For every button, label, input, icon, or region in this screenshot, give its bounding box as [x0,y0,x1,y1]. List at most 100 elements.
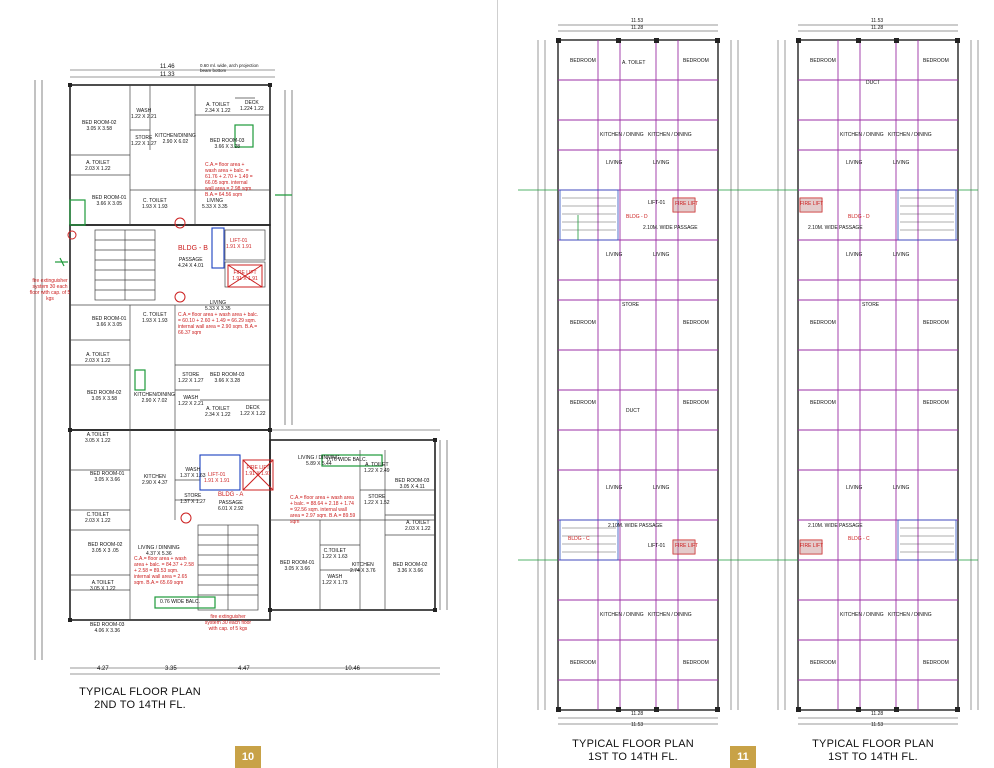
floor-plan-2nd-to-14th [34,69,448,675]
plan-a-bedroom-2: BEDROOM [683,58,709,64]
area-note-middle: C.A.= floor area + wash area + balc. = 6… [178,312,259,336]
plan-b-bedroom-2: BEDROOM [923,58,949,64]
plan-b-bedroom-7: BEDROOM [810,660,836,666]
bottom-dimension-1: 4.27 [97,666,109,672]
balcony-lower: 0.76 WIDE BALC. [160,599,201,605]
page-divider [497,0,498,768]
plan-a-top-dim-1: 11.53 [631,18,644,24]
area-note-right: C.A.= floor area + wash area + balc. = 8… [290,495,356,525]
plan-b-living-1: LIVING [846,160,863,166]
bottom-dimension-2: 3.35 [165,666,177,672]
top-dimension-2: 11.33 [160,72,175,78]
plan-a-top-dim-2: 11.28 [631,25,644,31]
plan-b-bldg-c: BLDG - C [848,536,870,542]
plan-b-store-1: STORE [862,302,880,308]
plan-a-bedroom-1: BEDROOM [570,58,596,64]
plan-a-kitchen-4: KITCHEN / DINING [648,612,692,618]
plan-a-bottom-dim-2: 11.53 [631,722,644,728]
floor-plans-1st-to-14th [518,24,979,725]
fire-note-left: fire extinguisher system 30 each floor w… [29,278,71,302]
bldg-b-label: BLDG - B [178,245,208,252]
plan-b-living-4: LIVING [893,252,910,258]
area-note-lower: C.A.= floor area + wash area + balc. = 8… [134,556,194,586]
plan-a-living-3: LIVING [606,252,623,258]
plan-b-bedroom-6: BEDROOM [923,400,949,406]
plan-a-lift-2: LIFT-01 [648,543,666,549]
plan-b-living-5: LIVING [846,485,863,491]
plan-a-store-1: STORE [622,302,640,308]
bottom-dimension-3: 4.47 [238,666,250,672]
plan-b-bedroom-1: BEDROOM [810,58,836,64]
plan-a-kitchen-2: KITCHEN / DINING [648,132,692,138]
plan-b-passage-1: 2.10M. WIDE PASSAGE [808,225,863,231]
plan-a-passage-2: 2.10M. WIDE PASSAGE [608,523,663,529]
plan-b-living-2: LIVING [893,160,910,166]
plan-b-living-3: LIVING [846,252,863,258]
plan-b-passage-2: 2.10M. WIDE PASSAGE [808,523,863,529]
plan-b-fire-lift-2: FIRE LIFT [800,543,824,549]
plan-a-toilet-1: A. TOILET [622,60,646,66]
fire-lift-b: FIRE LIFT 1.91 X 1.91 [232,270,258,282]
plan-b-bedroom-4: BEDROOM [923,320,949,326]
plan-a-bedroom-7: BEDROOM [570,660,596,666]
page-number-badge-11: 11 [730,746,756,768]
plan-a-living-4: LIVING [653,252,670,258]
page-number-badge-10: 10 [235,746,261,768]
page-11: 11.53 11.28 BEDROOM BEDROOM A. TOILET KI… [498,0,994,768]
plan-b-bottom-dim-2: 11.53 [871,722,884,728]
plan-b-kitchen-4: KITCHEN / DINING [888,612,932,618]
plan-b-duct-1: DUCT [866,80,880,86]
plan-a-kitchen-3: KITCHEN / DINING [600,612,644,618]
balcony-right: 0.76 WIDE BALC. [327,457,368,463]
plan-a-bedroom-4: BEDROOM [683,320,709,326]
plan-b-bottom-dim-1: 11.28 [871,711,884,717]
plan-a-living-1: LIVING [606,160,623,166]
plan-b-bedroom-8: BEDROOM [923,660,949,666]
fire-note-bottom: fire extinguisher system 30 each floor w… [204,614,252,632]
plan-b-top-dim-1: 11.53 [871,18,884,24]
plan-b-top-dim-2: 11.28 [871,25,884,31]
bldg-a-label: BLDG - A [218,492,244,498]
bottom-dimension-4: 10.46 [345,666,361,672]
plan-a-bottom-dim-1: 11.28 [631,711,644,717]
plan-a-bedroom-5: BEDROOM [570,400,596,406]
plan-b-bldg-d: BLDG - D [848,214,870,220]
plan-a-kitchen-1: KITCHEN / DINING [600,132,644,138]
plan-b-kitchen-3: KITCHEN / DINING [840,612,884,618]
plan-a-bedroom-8: BEDROOM [683,660,709,666]
plan-title-b: TYPICAL FLOOR PLAN 1ST TO 14TH FL. [812,738,934,763]
plan-a-living-5: LIVING [606,485,623,491]
plan-a-living-2: LIVING [653,160,670,166]
